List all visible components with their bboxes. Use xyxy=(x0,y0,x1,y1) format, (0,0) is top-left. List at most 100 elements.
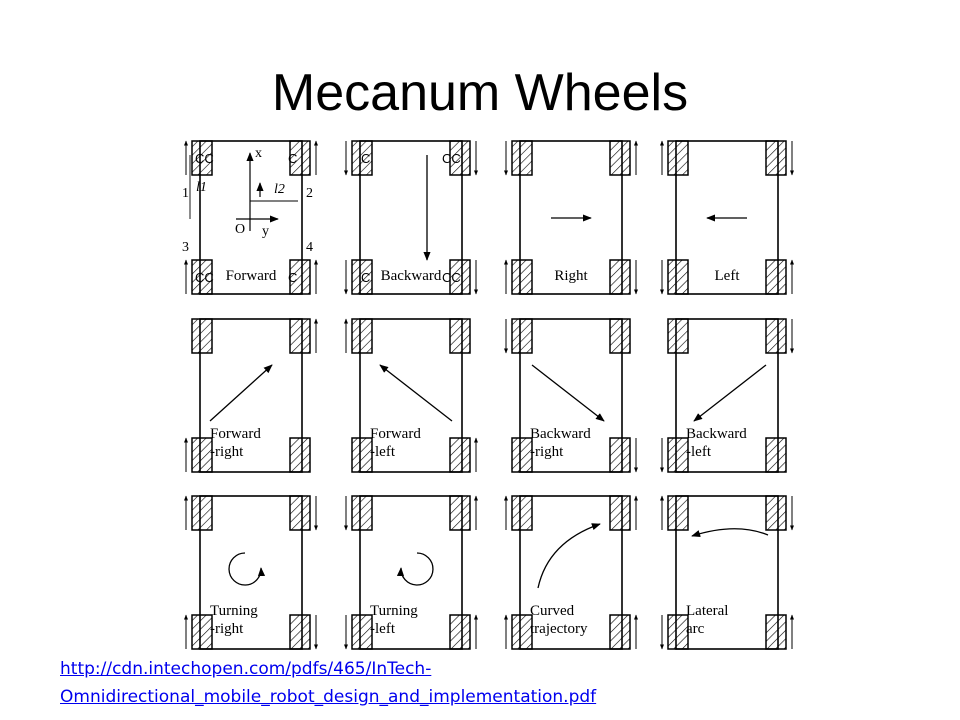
wheel-2 xyxy=(765,495,787,531)
wheel-3 xyxy=(511,437,533,473)
panel-caption: Right xyxy=(554,268,588,284)
wheel-2 xyxy=(289,318,311,354)
panel-backward-left: Backward -left xyxy=(660,318,794,473)
wheel-direction-label: CC xyxy=(195,270,214,285)
panel-caption: -right xyxy=(210,444,244,460)
wheel-4 xyxy=(765,614,787,650)
wheel-number-2: 2 xyxy=(306,186,313,201)
wheel-3 xyxy=(667,259,689,295)
panel-caption: Turning xyxy=(370,603,418,619)
wheel-1 xyxy=(351,318,373,354)
panel-caption: Forward xyxy=(210,426,261,442)
wheel-4 xyxy=(289,614,311,650)
wheel-4 xyxy=(765,437,787,473)
wheel-direction-label: C xyxy=(288,270,297,285)
panel-caption: -right xyxy=(530,444,564,460)
panel-caption: Turning xyxy=(210,603,258,619)
wheel-4 xyxy=(449,614,471,650)
wheel-1 xyxy=(667,495,689,531)
panel-right: Right xyxy=(504,140,638,295)
wheel-direction-label: CC xyxy=(442,151,461,166)
panel-caption: Forward xyxy=(226,268,277,284)
motion-arrow xyxy=(379,364,453,422)
motion-arrow xyxy=(531,364,605,422)
wheel-number-3: 3 xyxy=(182,240,189,255)
motion-arrow xyxy=(209,364,273,422)
wheel-4 xyxy=(449,437,471,473)
robot-body xyxy=(359,140,463,295)
panel-turning-left: Turning -left xyxy=(344,495,478,650)
panel-caption: trajectory xyxy=(530,621,588,637)
wheel-1 xyxy=(667,318,689,354)
wheel-3 xyxy=(511,614,533,650)
wheel-3 xyxy=(667,437,689,473)
panel-forward-left: Forward-left xyxy=(344,318,478,473)
panel-caption: Backward xyxy=(686,426,747,442)
robot-body xyxy=(359,318,463,473)
robot-body xyxy=(675,495,779,650)
curved-arrow xyxy=(537,523,601,589)
panel-curved-trajectory: Curved trajectory xyxy=(504,495,638,650)
panel-caption: Curved xyxy=(530,603,575,619)
panel-left: Left xyxy=(660,140,794,295)
l1-label: l1 xyxy=(196,180,207,195)
wheel-4 xyxy=(289,259,311,295)
wheel-1 xyxy=(511,140,533,176)
panel-caption: Forward xyxy=(370,426,421,442)
lateral-arc-arrow xyxy=(691,528,769,537)
panel-caption: -right xyxy=(210,621,244,637)
wheel-2 xyxy=(765,318,787,354)
wheel-2 xyxy=(449,140,471,176)
wheel-3 xyxy=(667,614,689,650)
wheel-1 xyxy=(191,495,213,531)
wheel-2 xyxy=(449,318,471,354)
panel-caption: -left xyxy=(686,444,712,460)
robot-body xyxy=(359,495,463,650)
wheel-1 xyxy=(511,495,533,531)
wheel-4 xyxy=(765,259,787,295)
wheel-3 xyxy=(351,437,373,473)
wheel-2 xyxy=(289,140,311,176)
robot-body xyxy=(199,140,303,295)
wheel-4 xyxy=(609,437,631,473)
robot-body xyxy=(675,318,779,473)
source-link[interactable]: http://cdn.intechopen.com/pdfs/465/InTec… xyxy=(60,655,760,711)
panel-backward-right: Backward -right xyxy=(504,318,638,473)
wheel-2 xyxy=(609,140,631,176)
wheel-2 xyxy=(609,318,631,354)
wheel-direction-label: C xyxy=(288,151,297,166)
wheel-number-1: 1 xyxy=(182,186,189,201)
panel-forward-right: Forward -right xyxy=(184,318,318,473)
wheel-4 xyxy=(609,614,631,650)
l2-label: l2 xyxy=(274,182,285,197)
wheel-4 xyxy=(289,437,311,473)
source-link-line-2[interactable]: Omnidirectional_mobile_robot_design_and_… xyxy=(60,687,597,707)
wheel-3 xyxy=(191,614,213,650)
wheel-direction-label: C xyxy=(361,270,370,285)
wheel-direction-label: CC xyxy=(195,151,214,166)
wheel-2 xyxy=(289,495,311,531)
wheel-3 xyxy=(351,259,373,295)
wheel-4 xyxy=(449,259,471,295)
panel-caption: -left xyxy=(370,621,396,637)
robot-body xyxy=(199,318,303,473)
panel-caption: Backward xyxy=(530,426,591,442)
wheel-1 xyxy=(191,318,213,354)
panel-caption: arc xyxy=(686,621,705,637)
source-link-line-1[interactable]: http://cdn.intechopen.com/pdfs/465/InTec… xyxy=(60,659,432,679)
wheel-direction-label: CC xyxy=(442,270,461,285)
wheel-1 xyxy=(667,140,689,176)
wheel-1 xyxy=(511,318,533,354)
wheel-1 xyxy=(351,495,373,531)
panel-turning-right: Turning -right xyxy=(184,495,318,650)
motion-arrow xyxy=(693,364,767,422)
robot-body xyxy=(519,495,623,650)
rotation-arrow xyxy=(228,552,266,586)
wheel-3 xyxy=(191,437,213,473)
rotation-arrow xyxy=(396,552,434,586)
robot-body xyxy=(519,318,623,473)
